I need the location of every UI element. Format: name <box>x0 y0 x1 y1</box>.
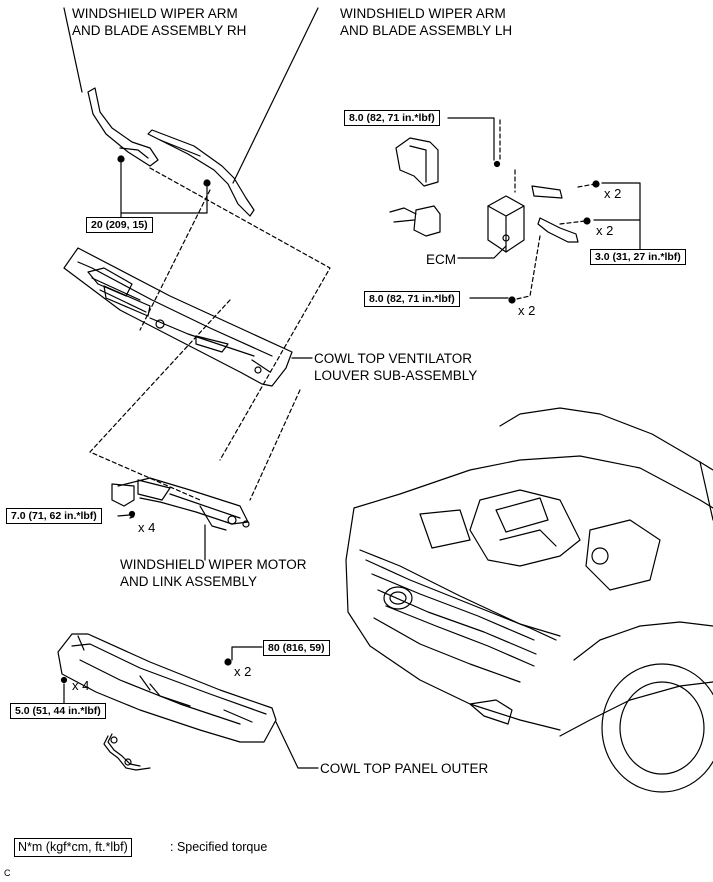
label-cowl-vent-line1: COWL TOP VENTILATOR <box>314 351 473 366</box>
figure-code: C <box>4 868 11 878</box>
qty-ecm-bottom: x 2 <box>518 303 536 318</box>
label-ecm: ECM <box>426 252 456 267</box>
wiper-motor-link <box>111 477 250 531</box>
cowl-bolt <box>60 676 68 684</box>
torque-wiper-motor: 7.0 (71, 62 in.*lbf) <box>6 508 102 524</box>
car-illustration <box>345 407 713 793</box>
cowl-top-panel-outer <box>57 633 277 743</box>
torque-cowl-nut: 80 (816, 59) <box>263 640 330 656</box>
torque-ecm-top: 8.0 (82, 71 in.*lbf) <box>344 110 440 126</box>
leader-cowl-outer <box>275 721 319 769</box>
wiper-nut-lh <box>203 179 211 187</box>
wiper-nut-rh <box>117 155 125 163</box>
ecm-nut-bottom <box>508 296 516 304</box>
ecm-bracket-lower <box>537 217 579 243</box>
leader-wiper-lh <box>232 7 319 184</box>
qty-cowl-bolt: x 4 <box>72 678 90 693</box>
legend-text: : Specified torque <box>170 840 268 854</box>
wire-harness <box>103 733 151 771</box>
bracket-bolt-2 <box>583 217 591 225</box>
leader-bracket <box>593 182 641 251</box>
leader-ecm-top <box>447 117 495 161</box>
cowl-nut <box>224 658 232 666</box>
leader-wiper-torque <box>120 162 208 214</box>
ecm-nut-top <box>493 160 501 168</box>
ecm-connector-1 <box>395 137 439 187</box>
wiper-motor-bolt <box>128 510 136 518</box>
label-wiper-motor-line2: AND LINK ASSEMBLY <box>120 574 258 589</box>
legend-torque-unit: N*m (kgf*cm, ft.*lbf) <box>14 838 132 857</box>
qty-cowl-nut: x 2 <box>234 664 252 679</box>
qty-bracket-bolt-1: x 2 <box>604 186 622 201</box>
label-wiper-rh-line2: AND BLADE ASSEMBLY RH <box>72 23 247 38</box>
wiper-arm-rh <box>87 87 159 167</box>
label-cowl-outer: COWL TOP PANEL OUTER <box>320 761 489 776</box>
qty-wiper-motor: x 4 <box>138 520 156 535</box>
label-wiper-rh-line1: WINDSHIELD WIPER ARM <box>72 6 238 21</box>
torque-ecm-bottom: 8.0 (82, 71 in.*lbf) <box>364 291 460 307</box>
label-cowl-vent-line2: LOUVER SUB-ASSEMBLY <box>314 368 478 383</box>
leader-wiper-rh <box>63 7 83 93</box>
torque-cowl-bolt: 5.0 (51, 44 in.*lbf) <box>10 703 106 719</box>
leader-cowl-nut <box>231 646 263 661</box>
ecm-unit <box>487 195 525 253</box>
torque-wiper-nut: 20 (209, 15) <box>86 217 153 233</box>
ecm-connector-2 <box>389 205 441 237</box>
label-wiper-lh-line2: AND BLADE ASSEMBLY LH <box>340 23 513 38</box>
label-wiper-lh-line1: WINDSHIELD WIPER ARM <box>340 6 506 21</box>
label-wiper-motor-line1: WINDSHIELD WIPER MOTOR <box>120 557 307 572</box>
cowl-ventilator-louver <box>63 247 293 387</box>
bracket-bolt-1 <box>592 180 600 188</box>
ecm-bracket-upper <box>531 185 563 199</box>
torque-ecm-bracket: 3.0 (31, 27 in.*lbf) <box>590 249 686 265</box>
wiper-arm-lh <box>147 129 255 217</box>
assembly-dashes <box>89 119 596 519</box>
qty-bracket-bolt-2: x 2 <box>596 223 614 238</box>
leader-ecm <box>457 245 507 259</box>
